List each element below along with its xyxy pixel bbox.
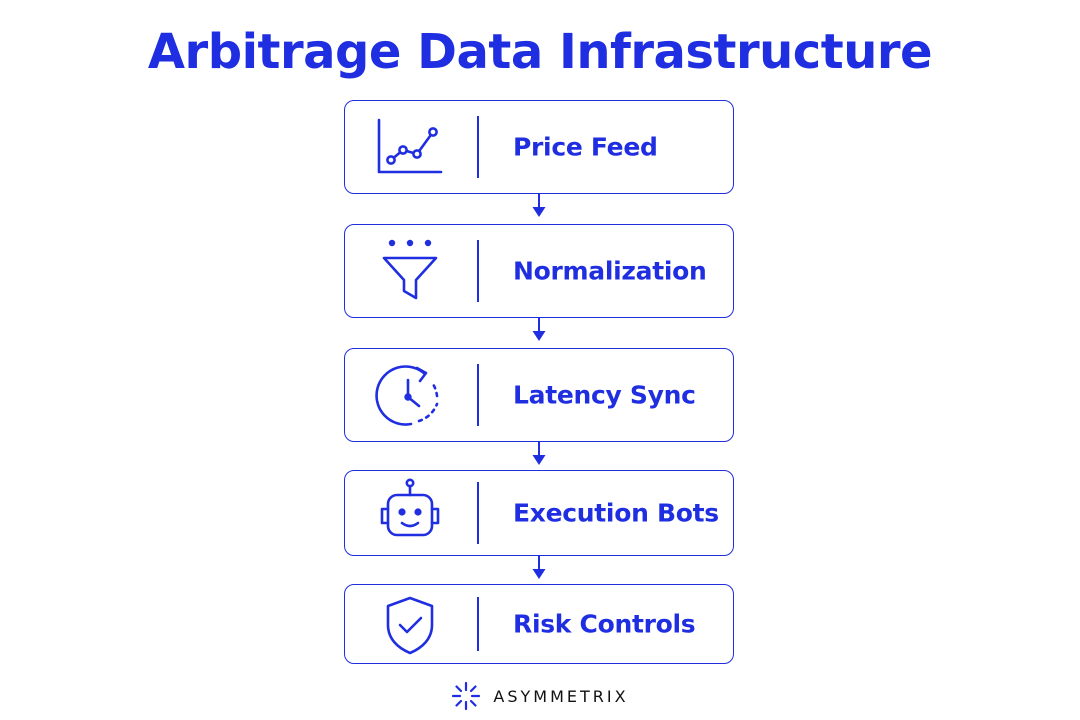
step-price-feed: Price Feed bbox=[344, 100, 734, 194]
step-normalization: Normalization bbox=[344, 224, 734, 318]
step-divider bbox=[477, 116, 479, 178]
step-label: Latency Sync bbox=[513, 380, 696, 410]
flow-arrow bbox=[531, 442, 547, 467]
flow-arrow bbox=[531, 194, 547, 219]
shield-check-icon bbox=[375, 589, 445, 659]
brand-footer: ASYMMETRIX bbox=[0, 681, 1080, 711]
funnel-icon bbox=[375, 236, 445, 306]
step-risk-controls: Risk Controls bbox=[344, 584, 734, 664]
step-divider bbox=[477, 597, 479, 651]
step-execution-bots: Execution Bots bbox=[344, 470, 734, 556]
brand-name: ASYMMETRIX bbox=[493, 686, 629, 706]
step-latency-sync: Latency Sync bbox=[344, 348, 734, 442]
step-divider bbox=[477, 364, 479, 426]
step-divider bbox=[477, 482, 479, 544]
step-label: Normalization bbox=[513, 256, 707, 286]
step-divider bbox=[477, 240, 479, 302]
step-label: Price Feed bbox=[513, 132, 658, 162]
flow-arrow bbox=[531, 318, 547, 343]
robot-icon bbox=[375, 478, 445, 548]
step-label: Risk Controls bbox=[513, 609, 696, 639]
step-label: Execution Bots bbox=[513, 498, 719, 528]
diagram-title: Arbitrage Data Infrastructure bbox=[147, 24, 933, 80]
flow-arrow bbox=[531, 556, 547, 581]
clock-sync-icon bbox=[375, 360, 445, 430]
starburst-logo-icon bbox=[451, 681, 481, 711]
line-chart-icon bbox=[375, 112, 445, 182]
